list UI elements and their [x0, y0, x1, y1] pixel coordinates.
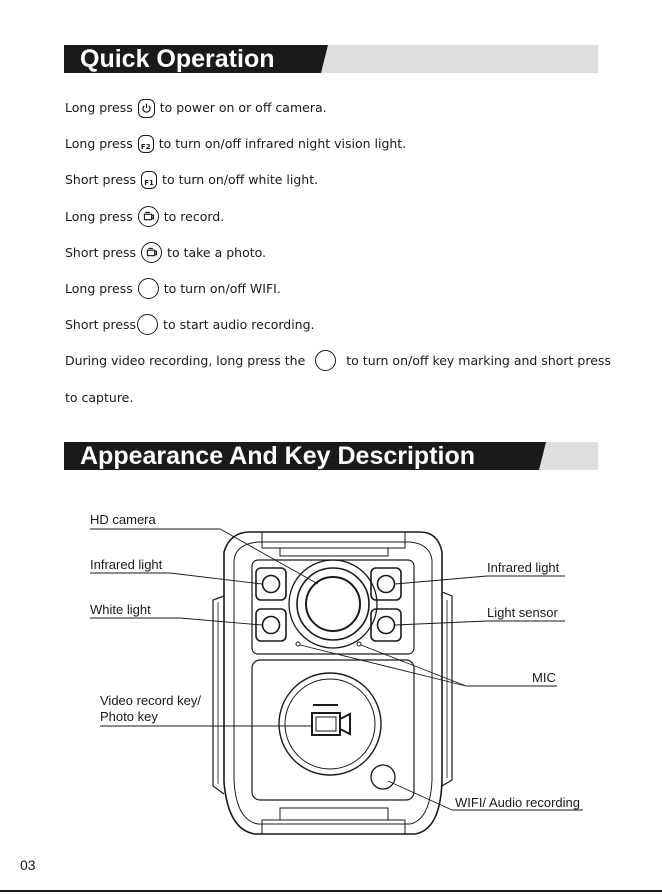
section-header-appearance: Appearance And Key Description: [64, 442, 598, 470]
instruction-line: Short press to start audio recording.: [65, 314, 315, 335]
instruction-line: Short press F1 to turn on/off white ligh…: [65, 170, 318, 190]
instruction-line: Long press to record.: [65, 206, 224, 227]
label-hd-camera: HD camera: [90, 512, 156, 527]
record-key-icon: [137, 206, 159, 227]
instruction-post: to record.: [163, 208, 225, 224]
instruction-pre: During video recording, long press the: [65, 352, 306, 368]
label-wifi-audio: WIFI/ Audio recording: [455, 795, 580, 810]
key-text: F1: [144, 179, 154, 187]
instruction-pre: Long press: [65, 100, 133, 115]
instruction-line: Long press to power on or off camera.: [65, 98, 327, 118]
instruction-post: to turn on/off white light.: [162, 172, 319, 187]
round-key-icon: [137, 278, 159, 299]
instruction-post: to turn on/off key marking and short pre…: [346, 352, 611, 368]
instruction-post: to start audio recording.: [163, 316, 315, 332]
instruction-text: to capture.: [65, 390, 134, 405]
section-title: Quick Operation: [64, 45, 328, 73]
instruction-post: to power on or off camera.: [159, 100, 327, 115]
instruction-post: to take a photo.: [167, 244, 267, 260]
instruction-pre: Short press: [65, 244, 137, 260]
power-icon: [137, 98, 155, 118]
label-video-record-key: Video record key/: [100, 693, 201, 708]
label-photo-key: Photo key: [100, 709, 158, 724]
section-title: Appearance And Key Description: [64, 442, 546, 470]
f2-key-icon: F2: [137, 135, 154, 153]
instruction-line: During video recording, long press the t…: [65, 350, 611, 371]
round-key-icon: [315, 350, 337, 371]
label-infrared-light-left: Infrared light: [90, 557, 163, 572]
instruction-line: Long press to turn on/off WIFI.: [65, 278, 281, 299]
key-text: F2: [140, 143, 151, 151]
label-light-sensor: Light sensor: [487, 605, 558, 620]
label-infrared-light-right: Infrared light: [487, 560, 560, 575]
label-white-light: White light: [90, 602, 151, 617]
instruction-post: to turn on/off infrared night vision lig…: [158, 136, 407, 151]
bottom-rule: [0, 890, 662, 892]
instruction-pre: Long press: [65, 280, 133, 296]
instruction-pre: Long press: [65, 208, 133, 224]
round-key-icon: [137, 314, 159, 335]
label-mic: MIC: [532, 670, 556, 685]
record-key-icon: [141, 242, 163, 263]
instruction-continuation: to capture.: [65, 388, 133, 408]
instruction-pre: Short press: [65, 316, 137, 332]
instruction-line: Short press to take a photo.: [65, 242, 266, 263]
instruction-post: to turn on/off WIFI.: [163, 280, 281, 296]
camera-body: [212, 531, 453, 835]
section-header-quick-operation: Quick Operation: [64, 45, 598, 73]
page-number: 03: [20, 857, 36, 873]
instruction-pre: Short press: [65, 172, 137, 187]
f1-key-icon: F1: [141, 171, 158, 189]
instruction-line: Long press F2 to turn on/off infrared ni…: [65, 134, 406, 154]
instruction-pre: Long press: [65, 136, 133, 151]
